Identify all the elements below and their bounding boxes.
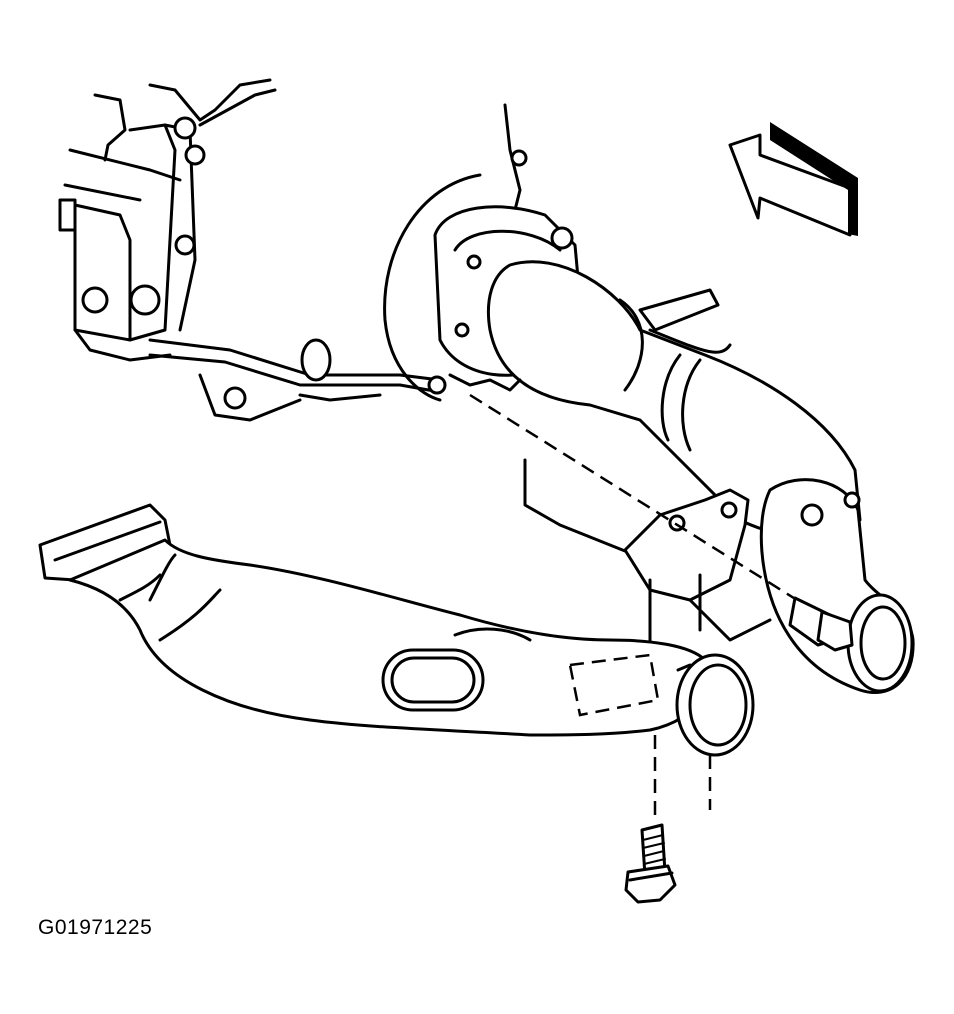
throttle-body-elbow (759, 478, 915, 695)
mounting-bracket (523, 458, 772, 652)
engine-bracket (58, 78, 447, 422)
upper-intake-pipe (383, 103, 862, 537)
bolt-vertical-icon (624, 823, 677, 904)
bolt-horizontal-icon (469, 393, 854, 652)
front-direction-arrow-icon (728, 122, 858, 237)
lower-intake-duct (38, 503, 755, 820)
figure-id-label: G01971225 (38, 916, 153, 939)
